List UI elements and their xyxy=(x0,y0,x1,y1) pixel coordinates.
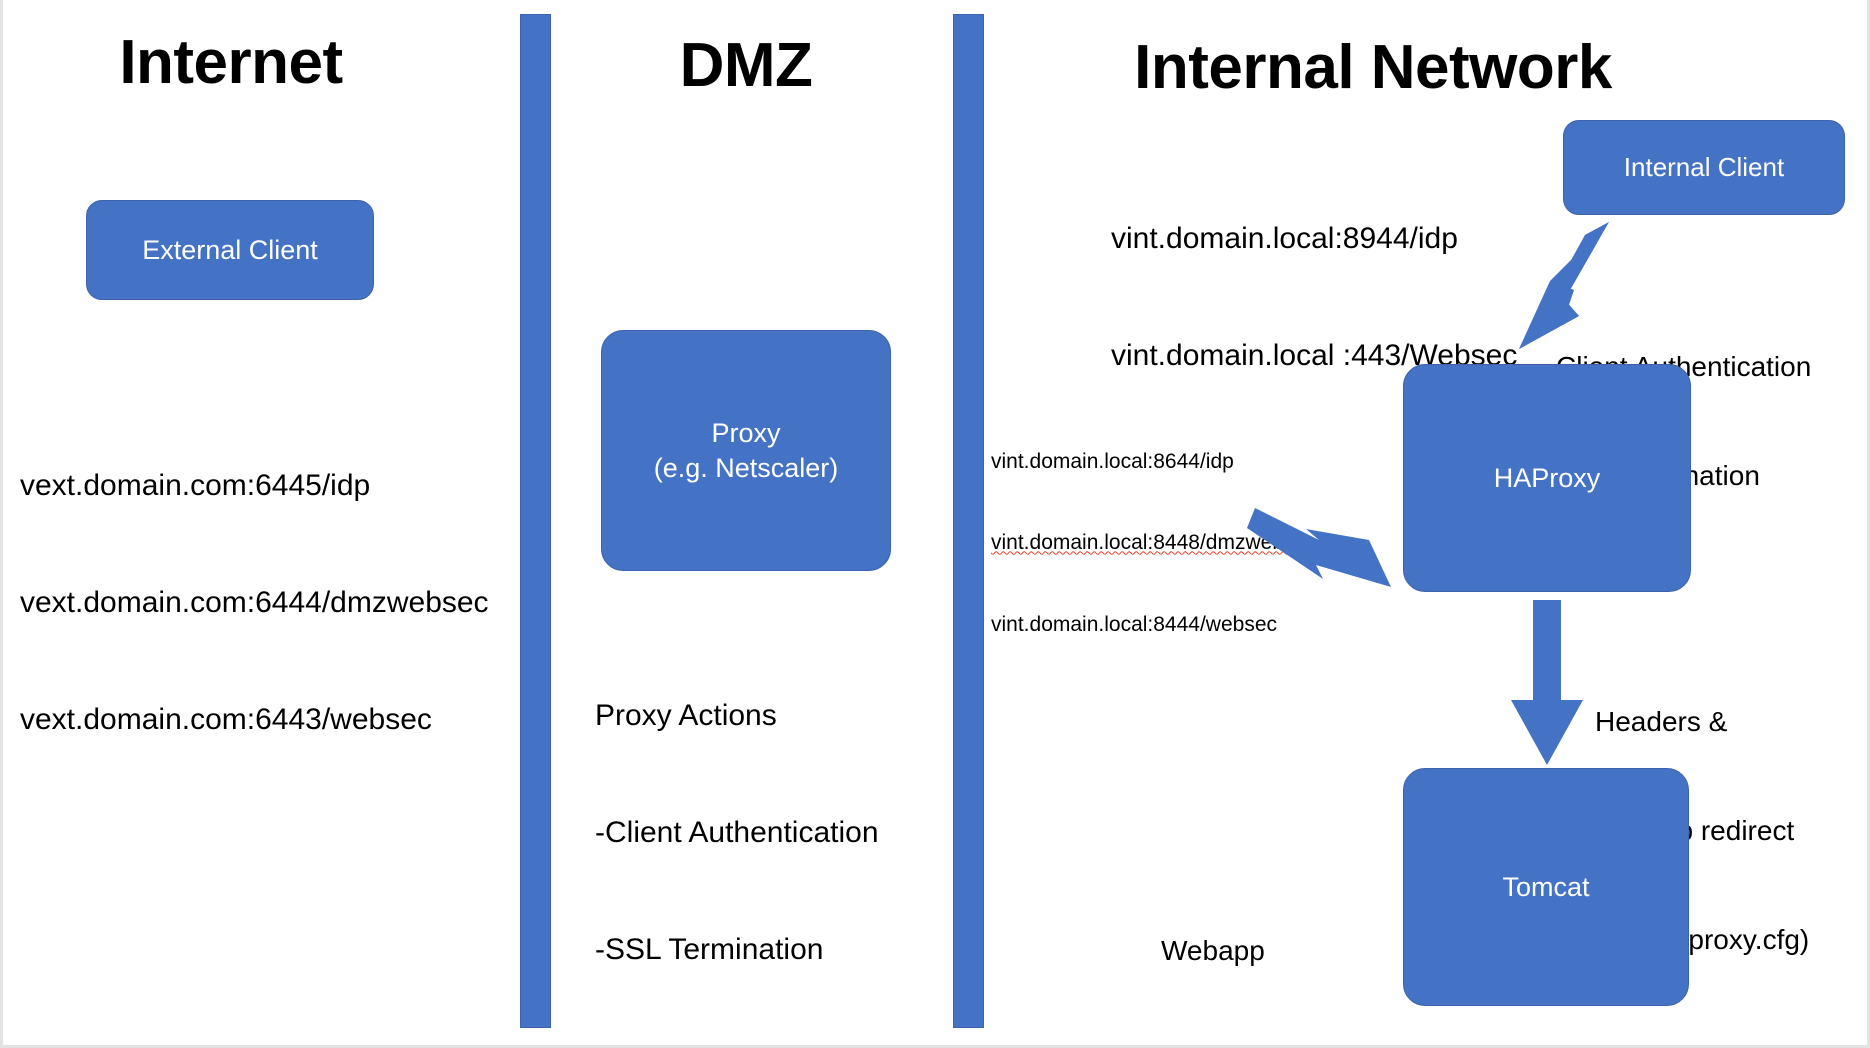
annotation-headers-line-1: Headers & xyxy=(1595,705,1728,737)
node-proxy-label: Proxy xyxy=(711,417,781,448)
node-haproxy[interactable]: HAProxy xyxy=(1403,364,1691,592)
proxy-actions-heading: Proxy Actions xyxy=(595,699,777,732)
node-haproxy-label: HAProxy xyxy=(1493,462,1601,493)
zone-divider-dmz-internal xyxy=(953,14,984,1028)
external-url-line-1: vext.domain.com:6445/idp xyxy=(20,469,371,502)
node-external-client-label: External Client xyxy=(142,234,318,265)
haproxy-url-line-2: vint.domain.local:8448/dmzwebsec xyxy=(991,531,1317,555)
proxy-action-item-2: -SSL Termination xyxy=(595,933,824,966)
zone-title-internet: Internet xyxy=(119,28,343,97)
external-endpoint-urls: vext.domain.com:6445/idp vext.domain.com… xyxy=(20,388,489,817)
annotation-webapp-line-1: Webapp xyxy=(1161,934,1265,966)
node-tomcat-label: Tomcat xyxy=(1502,871,1590,902)
haproxy-url-line-3: vint.domain.local:8444/websec xyxy=(991,613,1278,637)
node-proxy[interactable]: Proxy (e.g. Netscaler) xyxy=(601,330,891,571)
internal-client-url-line-1: vint.domain.local:8944/idp xyxy=(1111,222,1458,255)
internal-client-endpoint-urls: vint.domain.local:8944/idp vint.domain.l… xyxy=(1111,141,1517,453)
node-internal-client-label: Internal Client xyxy=(1623,151,1785,182)
haproxy-endpoint-urls: vint.domain.local:8644/idp vint.domain.l… xyxy=(991,393,1317,693)
zone-title-internal-network: Internal Network xyxy=(1134,33,1612,102)
zone-title-dmz: DMZ xyxy=(679,31,813,100)
annotation-webapp-line-2: configuration xyxy=(1161,1042,1365,1045)
haproxy-url-line-1: vint.domain.local:8644/idp xyxy=(991,449,1234,473)
proxy-action-item-1: -Client Authentication xyxy=(595,816,879,849)
zone-divider-internet-dmz xyxy=(520,14,551,1028)
external-url-line-3: vext.domain.com:6443/websec xyxy=(20,703,432,736)
node-proxy-sublabel: (e.g. Netscaler) xyxy=(653,452,839,483)
annotation-webapp-configuration: Webapp configuration (See server.xml) xyxy=(1161,860,1365,1045)
external-url-line-2: vext.domain.com:6444/dmzwebsec xyxy=(20,586,489,619)
node-external-client[interactable]: External Client xyxy=(86,200,374,300)
arrow-haproxy-to-tomcat xyxy=(1511,600,1583,765)
node-tomcat[interactable]: Tomcat xyxy=(1403,768,1689,1006)
proxy-actions-block: Proxy Actions -Client Authentication -SS… xyxy=(595,618,909,1045)
node-internal-client[interactable]: Internal Client xyxy=(1563,120,1845,215)
